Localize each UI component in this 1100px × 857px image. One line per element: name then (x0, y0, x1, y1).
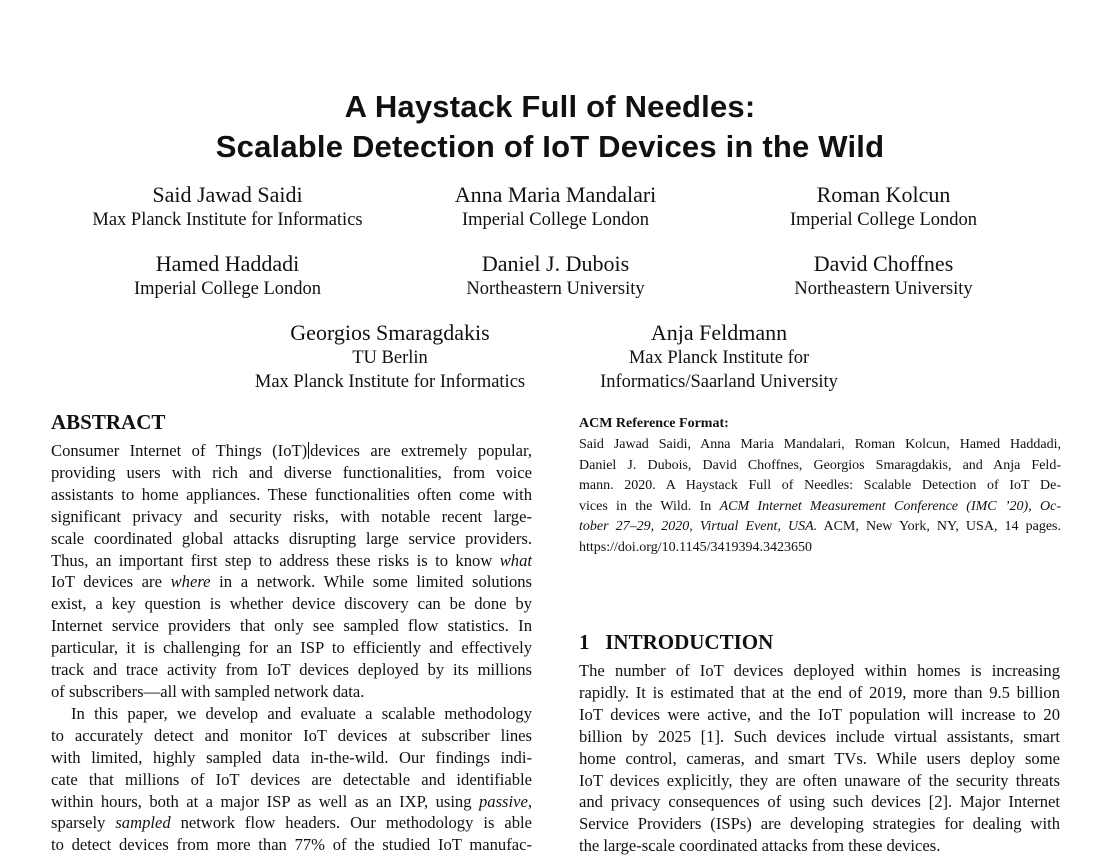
author-block: Anja Feldmann Max Planck Institute for I… (551, 320, 887, 394)
intro-line: rapidly. It is estimated that at the end… (579, 682, 1060, 702)
author-name: Anja Feldmann (650, 320, 788, 345)
title-line-1: A Haystack Full of Needles: (344, 89, 756, 124)
author-block: David Choffnes Northeastern University (716, 251, 1051, 301)
author-block: Roman Kolcun Imperial College London (716, 182, 1051, 232)
text-cursor (308, 442, 310, 459)
author-affiliation: Informatics/Saarland University (600, 372, 838, 392)
author-name: Georgios Smaragdakis (290, 320, 490, 345)
abstract-line: of subscribers—all with sampled network … (51, 681, 365, 701)
reference-line: tober 27–29, 2020, Virtual Event, USA. A… (579, 519, 1061, 535)
author-affiliation: Max Planck Institute for Informatics (92, 210, 363, 230)
author-affiliation: Imperial College London (789, 210, 977, 230)
abstract-line: within hours, both at a major ISP as wel… (51, 791, 532, 811)
abstract-line: In this paper, we develop and evaluate a… (71, 703, 532, 723)
reference-line: vices in the Wild. In ACM Internet Measu… (579, 498, 1061, 514)
abstract-line: Thus, an important first step to address… (51, 550, 532, 570)
author-name: Hamed Haddadi (155, 251, 300, 276)
introduction-body: The number of IoT devices deployed withi… (579, 660, 1060, 857)
abstract-line: Internet service providers that only see… (51, 616, 532, 636)
author-affiliation: Imperial College London (133, 279, 321, 299)
abstract-line: track and trace activity from IoT device… (51, 660, 532, 680)
author-name: David Choffnes (813, 251, 954, 276)
abstract-line: to accurately detect and monitor IoT dev… (51, 725, 532, 745)
author-block: Hamed Haddadi Imperial College London (60, 251, 395, 301)
author-block: Daniel J. Dubois Northeastern University (388, 251, 723, 301)
intro-line: Service Providers (ISPs) are developing … (579, 814, 1060, 834)
abstract-line: sparsely sampled network flow headers. O… (51, 813, 532, 833)
reference-line: Daniel J. Dubois, David Choffnes, Georgi… (579, 457, 1061, 473)
author-name: Anna Maria Mandalari (454, 182, 657, 207)
author-block: Georgios Smaragdakis TU Berlin Max Planc… (222, 320, 558, 394)
intro-line: and privacy consequences of using such d… (579, 792, 1060, 812)
author-affiliation: Northeastern University (466, 279, 645, 299)
abstract-line: Consumer Internet of Things (IoT)devices… (51, 441, 532, 460)
intro-line: the large-scale coordinated attacks from… (579, 836, 941, 856)
abstract-line: with limited, highly sampled data in-the… (51, 747, 532, 767)
author-affiliation: Max Planck Institute for Informatics (254, 372, 526, 392)
abstract-line: assistants to home appliances. These fun… (51, 484, 532, 504)
intro-line: billion by 2025 [1]. Such devices includ… (579, 726, 1060, 746)
abstract-line: to detect devices from more than 77% of … (51, 835, 532, 855)
introduction-heading: 1 INTRODUCTION (579, 630, 774, 654)
author-name: Said Jawad Saidi (152, 182, 303, 207)
paper-title: A Haystack Full of Needles: Scalable Det… (0, 87, 1100, 167)
reference-line: Said Jawad Saidi, Anna Maria Mandalari, … (579, 437, 1061, 452)
abstract-heading: ABSTRACT (51, 410, 166, 434)
author-name: Roman Kolcun (816, 182, 951, 207)
abstract-line: cate that millions of IoT devices are de… (51, 769, 532, 789)
abstract-line: IoT devices are where in a network. Whil… (51, 572, 532, 592)
abstract-line: exist, a key question is whether device … (51, 594, 532, 614)
title-line-2: Scalable Detection of IoT Devices in the… (215, 129, 885, 164)
author-affiliation: Northeastern University (794, 279, 973, 299)
abstract-line: significant privacy and security risks, … (51, 506, 532, 526)
abstract-line: particular, it is challenging for an ISP… (51, 638, 532, 658)
author-affiliation: Imperial College London (461, 210, 649, 230)
author-block: Anna Maria Mandalari Imperial College Lo… (388, 182, 723, 232)
intro-line: IoT devices were active, and the IoT pop… (579, 704, 1060, 724)
abstract-line: scale coordinated global attacks disrupt… (51, 528, 532, 548)
author-block: Said Jawad Saidi Max Planck Institute fo… (60, 182, 395, 232)
acm-reference-heading: ACM Reference Format: (579, 416, 729, 431)
reference-line: mann. 2020. A Haystack Full of Needles: … (579, 478, 1061, 494)
author-affiliation: TU Berlin (352, 348, 428, 368)
acm-reference-body: Said Jawad Saidi, Anna Maria Mandalari, … (579, 435, 1061, 559)
intro-line: IoT devices explicitly, they are often u… (579, 770, 1060, 790)
author-affiliation: Max Planck Institute for (628, 348, 810, 368)
author-name: Daniel J. Dubois (481, 251, 630, 276)
intro-line: The number of IoT devices deployed withi… (579, 661, 1060, 680)
intro-line: home control, cameras, and smart TVs. Wh… (579, 748, 1060, 768)
doi-link[interactable]: https://doi.org/10.1145/3419394.3423650 (579, 539, 812, 555)
abstract-body: Consumer Internet of Things (IoT)devices… (51, 440, 532, 856)
abstract-line: providing users with rich and diverse fu… (51, 462, 532, 482)
